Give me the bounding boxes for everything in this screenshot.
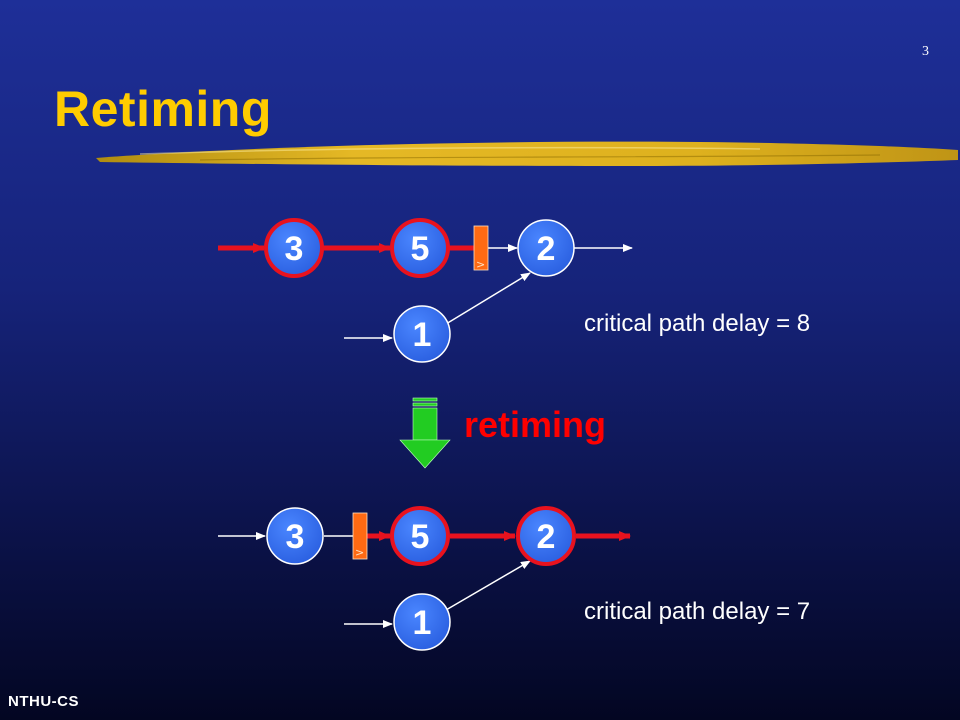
- top-node-2: 2: [517, 219, 575, 277]
- top-node-3-label: 3: [285, 230, 304, 268]
- bottom-node-2-label: 2: [537, 518, 556, 556]
- bottom-circuit: > 3 5 2 1 critical path delay = 7: [218, 506, 810, 651]
- retiming-arrow: [399, 397, 451, 469]
- bottom-node-3-label: 3: [286, 518, 305, 556]
- bottom-caption: critical path delay = 7: [584, 598, 810, 625]
- page-number: 3: [922, 44, 929, 59]
- top-node-3: 3: [264, 218, 324, 278]
- top-node-5: 5: [390, 218, 450, 278]
- bottom-edge-1-2: [445, 560, 531, 611]
- bottom-node-1-label: 1: [413, 604, 432, 642]
- top-node-2-label: 2: [537, 230, 556, 268]
- top-caption: critical path delay = 8: [584, 310, 810, 337]
- bottom-register-symbol: >: [355, 546, 364, 559]
- top-register-symbol: >: [476, 258, 485, 271]
- bottom-register: >: [352, 512, 368, 560]
- slide-title: Retiming: [54, 81, 272, 137]
- bottom-node-5: 5: [390, 506, 450, 566]
- bottom-node-2: 2: [516, 506, 576, 566]
- top-node-1-label: 1: [413, 316, 432, 354]
- top-circuit: > 3 5 2 1 critical path delay = 8: [218, 218, 810, 363]
- top-register: >: [473, 225, 489, 271]
- top-edge-1-2: [445, 272, 531, 325]
- footer-label: NTHU-CS: [8, 693, 79, 710]
- retiming-label: retiming: [464, 404, 606, 445]
- bottom-node-5-label: 5: [411, 518, 430, 556]
- top-node-5-label: 5: [411, 230, 430, 268]
- top-node-1: 1: [393, 305, 451, 363]
- title-underline-brush: [96, 141, 958, 166]
- bottom-node-1: 1: [393, 593, 451, 651]
- bottom-node-3: 3: [266, 507, 324, 565]
